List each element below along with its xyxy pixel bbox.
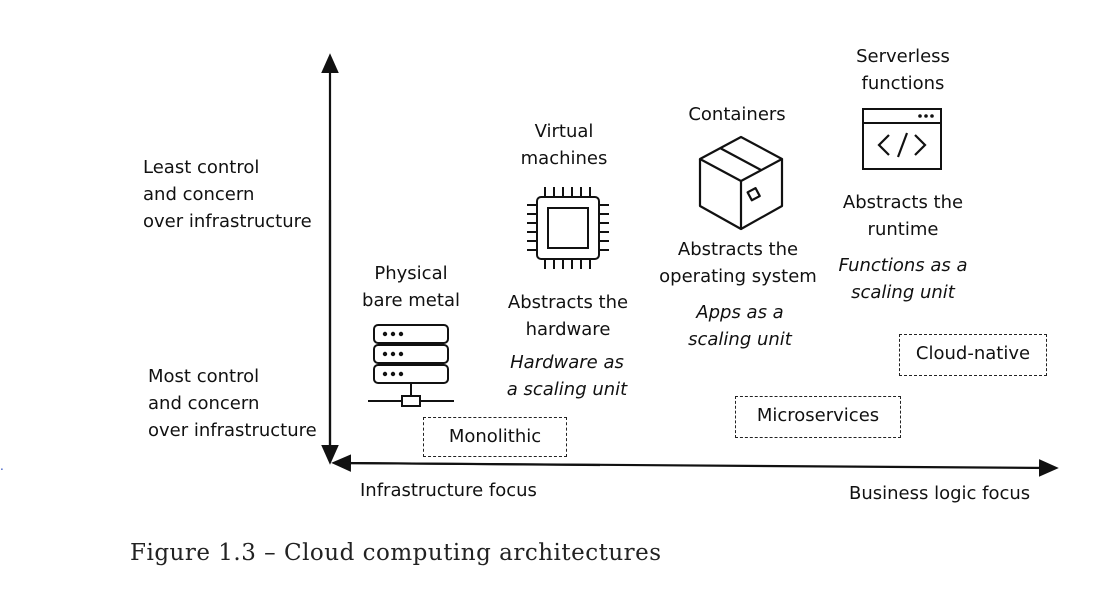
virtual-abstracts: Abstracts the hardware xyxy=(507,292,629,340)
stray-dot: . xyxy=(0,459,4,473)
x-axis-right xyxy=(339,459,1059,477)
code-window-icon xyxy=(862,108,942,170)
containers-title: Containers xyxy=(688,104,786,125)
serverless-title: Serverless functions xyxy=(856,46,950,94)
container-box-icon xyxy=(698,135,784,231)
serverless-abstracts: Abstracts the runtime xyxy=(842,192,964,240)
virtual-scaling-unit: Hardware as a scaling unit xyxy=(506,352,628,400)
server-rack-icon xyxy=(368,324,454,407)
containers-abstracts: Abstracts the operating system xyxy=(659,239,817,287)
x-axis-left-label: Infrastructure focus xyxy=(360,480,537,501)
monolithic-box: Monolithic xyxy=(423,417,567,457)
x-axis-right-label: Business logic focus xyxy=(849,483,1031,504)
containers-scaling-unit: Apps as a scaling unit xyxy=(688,302,792,350)
virtual-title: Virtual machines xyxy=(520,121,608,169)
figure-caption: Figure 1.3 – Cloud computing architectur… xyxy=(130,540,662,566)
cloud-native-box: Cloud-native xyxy=(899,334,1047,376)
serverless-scaling-unit: Functions as a scaling unit xyxy=(838,255,968,303)
physical-title: Physical bare metal xyxy=(362,263,460,311)
cpu-chip-icon xyxy=(527,187,609,269)
microservices-box: Microservices xyxy=(735,396,901,438)
y-axis-top-label: Least control and concern over infrastru… xyxy=(143,157,312,232)
y-axis-bottom-label: Most control and concern over infrastruc… xyxy=(148,366,317,441)
